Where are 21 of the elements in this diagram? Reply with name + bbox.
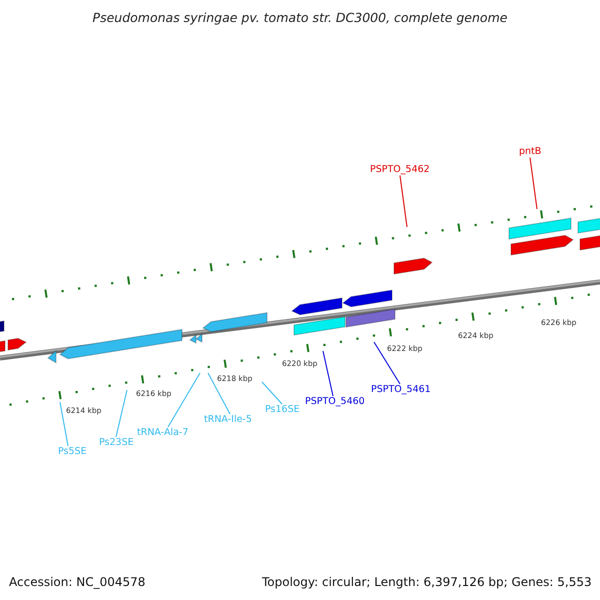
feature-label: tRNA-Ala-7 [137, 428, 188, 438]
leader-line [116, 390, 128, 438]
leader-line [60, 402, 68, 446]
feature-label: tRNA-Ile-5 [204, 415, 252, 424]
feature-label: Ps16SE [265, 405, 300, 414]
leader-line [322, 350, 334, 396]
title: Pseudomonas syringae pv. tomato str. DC3000, complete genome [92, 12, 508, 24]
feature-label: pntB [519, 147, 542, 156]
feature-label: PSPTO_5462 [370, 165, 430, 174]
feature-label: Ps5SE [58, 447, 87, 456]
leader-line [262, 382, 282, 404]
footer-text: Topology: circular; Length: 6,397,126 bp; Genes: 5,553 [262, 576, 592, 588]
feature-label: Ps23SE [99, 438, 134, 448]
leader-line [400, 175, 408, 228]
feature-label: PSPTO_5460 [305, 397, 365, 406]
leader-line [208, 372, 230, 414]
leader-line [374, 342, 400, 384]
leader-line [168, 372, 200, 428]
leader-line [530, 157, 538, 210]
feature-label: PSPTO_5461 [371, 385, 431, 394]
footer-text: Accession: NC_004578 [9, 576, 146, 588]
